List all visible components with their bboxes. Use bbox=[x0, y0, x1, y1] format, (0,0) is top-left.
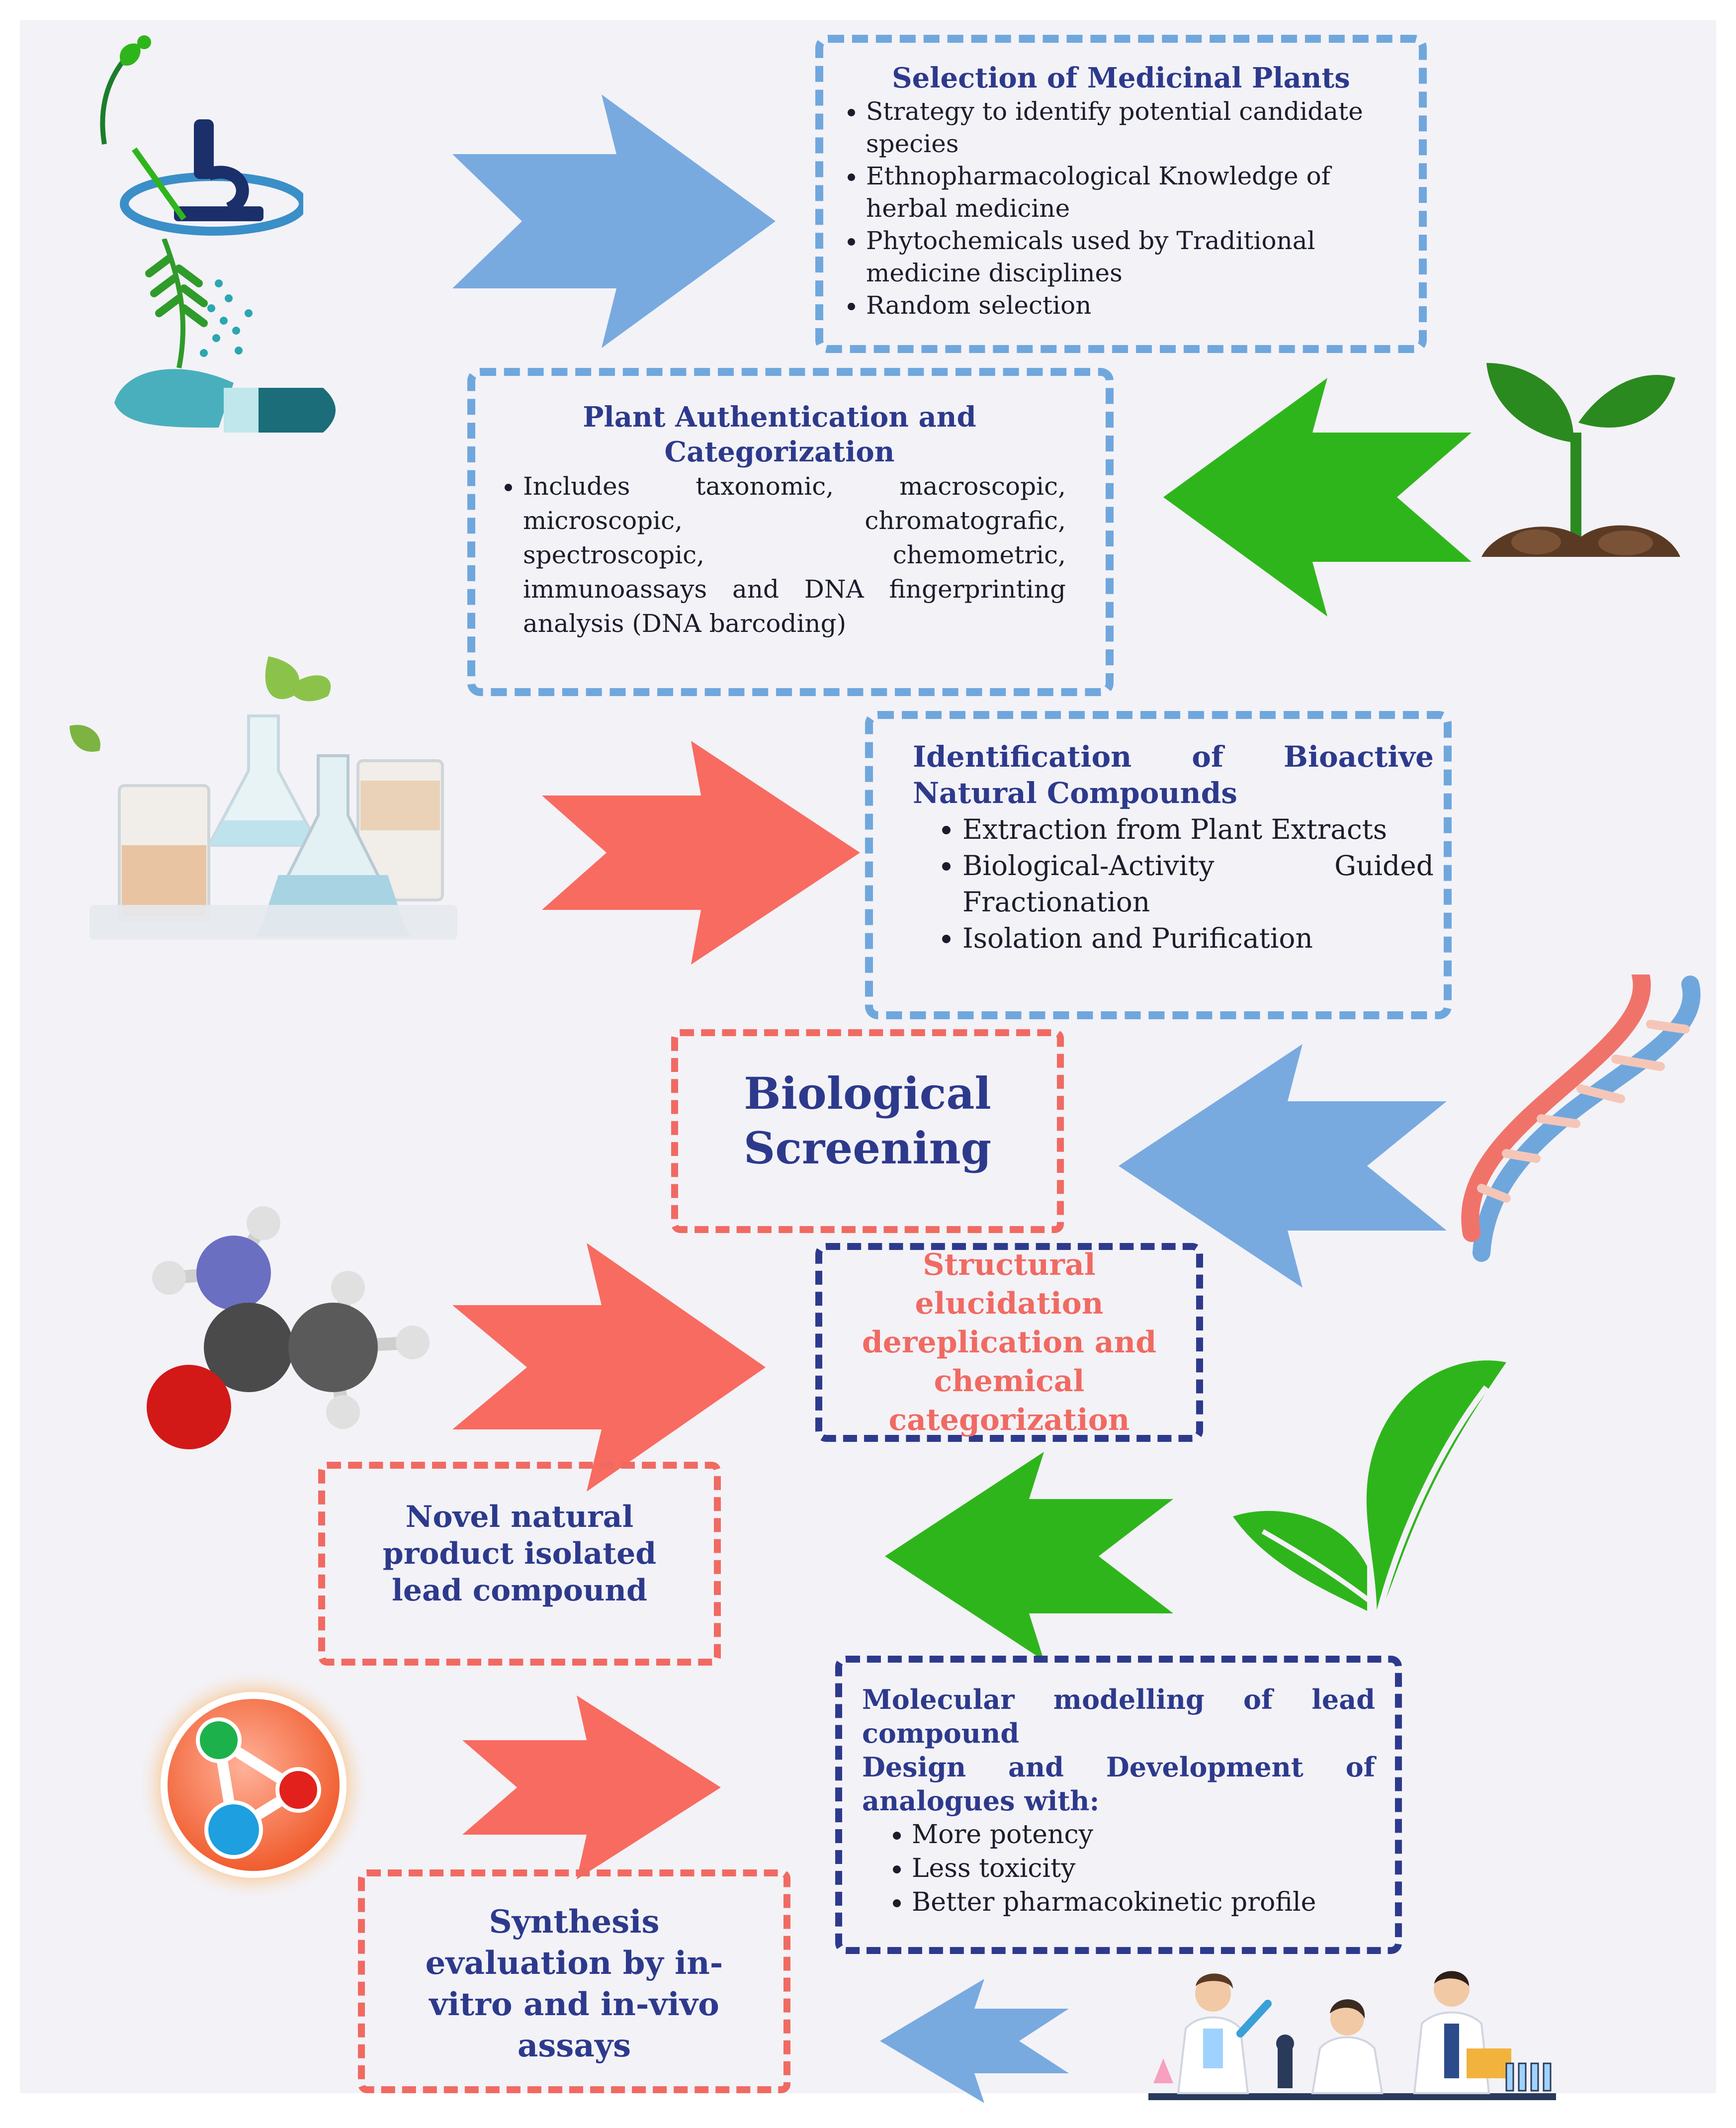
selection-title: Selection of Medicinal Plants bbox=[892, 62, 1350, 94]
identification-list: Extraction from Plant Extracts Biologica… bbox=[913, 811, 1434, 957]
diagram-canvas: Selection of Medicinal Plants Strategy t… bbox=[20, 20, 1716, 2103]
selection-list: Strategy to identify potential candidate… bbox=[838, 95, 1404, 322]
herbal-capsule-icon bbox=[114, 239, 336, 433]
modelling-title: Molecular modelling of lead compound bbox=[862, 1684, 1375, 1749]
lab-flasks-icon bbox=[70, 656, 457, 940]
novel-title: Novel natural product isolated lead comp… bbox=[382, 1500, 657, 1608]
list-item: Ethnopharmacological Knowledge of herbal… bbox=[866, 160, 1404, 225]
arrow-left-green-2 bbox=[885, 1452, 1173, 1661]
arrow-right-blue bbox=[452, 94, 776, 348]
dna-icon bbox=[1461, 975, 1701, 1262]
list-item: Random selection bbox=[866, 289, 1404, 322]
arrow-left-blue bbox=[1119, 1044, 1447, 1288]
authentication-list: Includes taxonomic, macroscopic, microsc… bbox=[493, 469, 1066, 641]
molecule-icon bbox=[147, 1206, 430, 1449]
authentication-title: Plant Authentication and Categorization bbox=[583, 401, 976, 468]
list-item: Strategy to identify potential candidate… bbox=[866, 95, 1404, 160]
atom-molecule-icon bbox=[137, 1668, 370, 1902]
leaf-icon bbox=[1233, 1360, 1506, 1622]
identification-box: Identification of Bioactive Natural Comp… bbox=[865, 711, 1452, 1019]
list-item: Less toxicity bbox=[912, 1852, 1375, 1885]
structural-box: Structural elucidation dereplication and… bbox=[815, 1243, 1203, 1442]
seedling-icon bbox=[1481, 363, 1680, 557]
arrow-right-salmon bbox=[542, 741, 860, 965]
modelling-list: More potency Less toxicity Better pharma… bbox=[862, 1818, 1375, 1919]
list-item: Isolation and Purification bbox=[962, 920, 1434, 957]
synthesis-box: Synthesis evaluation by in-vitro and in-… bbox=[358, 1869, 790, 2093]
synthesis-title: Synthesis evaluation by in-vitro and in-… bbox=[425, 1903, 723, 2064]
arrow-left-blue-2 bbox=[880, 1979, 1069, 2103]
selection-box: Selection of Medicinal Plants Strategy t… bbox=[815, 35, 1427, 353]
list-item: Biological-Activity Guided Fractionation bbox=[962, 848, 1434, 920]
scientists-icon bbox=[1148, 1971, 1556, 2100]
modelling-box: Molecular modelling of lead compound Des… bbox=[835, 1656, 1402, 1954]
list-item: Extraction from Plant Extracts bbox=[962, 811, 1434, 848]
microscope-icon bbox=[120, 119, 303, 236]
list-item: Phytochemicals used by Traditional medic… bbox=[866, 225, 1404, 289]
list-item: Better pharmacokinetic profile bbox=[912, 1885, 1375, 1919]
list-item: Includes taxonomic, macroscopic, microsc… bbox=[523, 469, 1066, 641]
novel-box: Novel natural product isolated lead comp… bbox=[318, 1462, 721, 1666]
identification-title: Identification of Bioactive Natural Comp… bbox=[913, 740, 1434, 810]
modelling-subtitle: Design and Development of analogues with… bbox=[862, 1751, 1375, 1817]
sprout-icon bbox=[100, 35, 151, 145]
screening-title: Biological Screening bbox=[743, 1067, 992, 1174]
arrow-right-salmon-3 bbox=[462, 1695, 721, 1879]
arrow-right-salmon-2 bbox=[452, 1243, 766, 1492]
list-item: More potency bbox=[912, 1818, 1375, 1852]
authentication-box: Plant Authentication and Categorization … bbox=[467, 368, 1114, 696]
screening-box: Biological Screening bbox=[671, 1029, 1064, 1233]
arrow-left-green bbox=[1163, 378, 1472, 617]
structural-title: Structural elucidation dereplication and… bbox=[862, 1247, 1157, 1437]
